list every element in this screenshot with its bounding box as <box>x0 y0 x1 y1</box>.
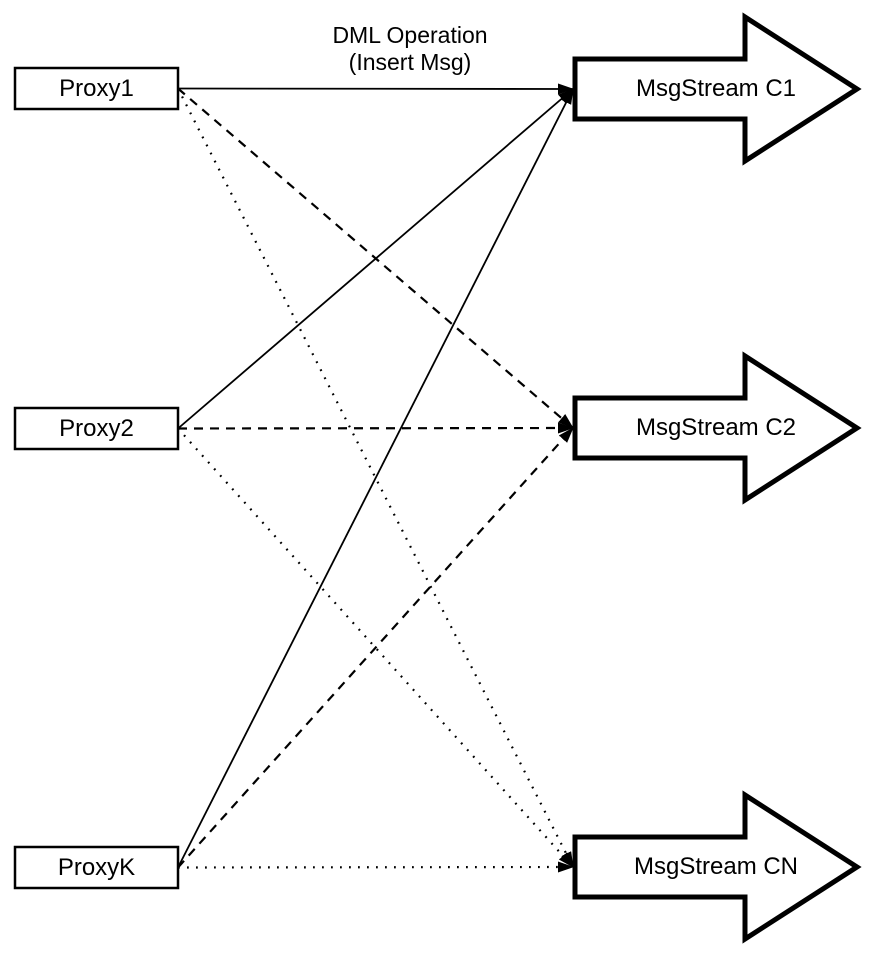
edge-proxy1-to-c2-dashed-line <box>177 87 574 429</box>
edge-proxyk-to-cn-dotted-line <box>177 861 574 873</box>
dml-operation-label: DML Operation (Insert Msg) <box>310 22 510 76</box>
node-rect-proxyk <box>13 845 180 890</box>
edge-proxy1-to-c1-solid-line <box>177 83 574 95</box>
stream-arrow-c2 <box>572 351 862 505</box>
stream-arrow-c1 <box>572 12 862 166</box>
node-rect-proxy2 <box>13 406 180 451</box>
dml-operation-label-line2: (Insert Msg) <box>348 49 472 75</box>
edge-proxyk-to-c1-solid-line <box>177 88 574 868</box>
edge-proxy1-to-cn-dotted-line <box>177 88 574 868</box>
node-rect-proxy1 <box>13 66 180 111</box>
edge-proxyk-to-c2-dashed-line <box>177 427 574 869</box>
stream-arrow-cn <box>572 790 862 944</box>
dml-operation-label-line1: DML Operation <box>332 22 488 48</box>
edge-proxy2-to-c2-dashed-line <box>177 422 574 434</box>
